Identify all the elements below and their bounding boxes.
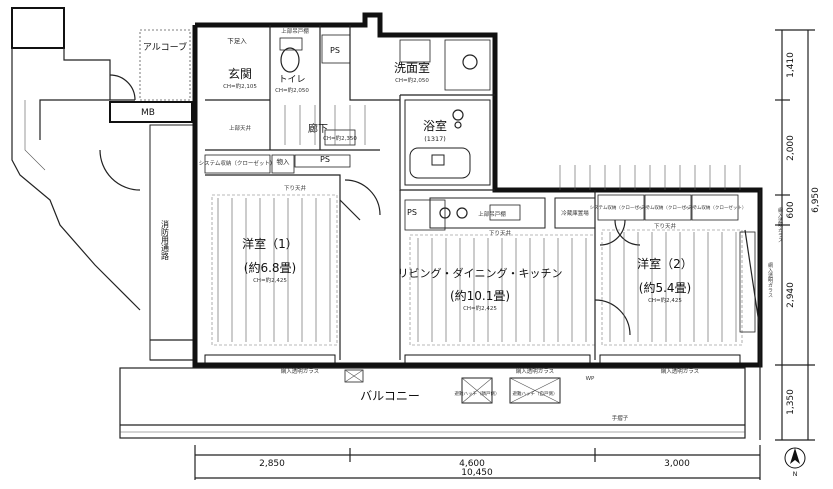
label-western2-size: (約5.4畳)	[639, 280, 691, 295]
label-western2: 洋室（2）	[637, 256, 693, 271]
label-upper-storage: 上部吊戸棚	[281, 27, 309, 35]
window-2	[404, 354, 591, 364]
label-western2-ch: CH=約2,425	[648, 296, 682, 304]
vanity	[444, 39, 491, 91]
label-ps1: PS	[330, 46, 340, 55]
label-alcove: アルコーブ	[143, 41, 187, 53]
label-wp: WP	[586, 376, 595, 382]
ps-top-box	[321, 34, 351, 64]
label-upper-ceiling: 上部天井	[229, 124, 252, 132]
compass-label: N	[793, 470, 798, 478]
label-system-closet2a: システム収納（クローゼット）	[590, 204, 653, 211]
dim-total: 10,450	[461, 468, 493, 478]
exterior-wall	[192, 12, 763, 368]
label-bath-size: (1317)	[424, 135, 446, 143]
label-toilet: トイレ	[278, 75, 305, 85]
label-toilet-ch: CH=約2,050	[275, 86, 309, 94]
dim-right-3: 600	[786, 201, 796, 218]
label-shoes: 下足入	[227, 37, 247, 45]
window-1	[204, 354, 336, 364]
label-handrail: 手摺子	[612, 414, 629, 422]
bathtub	[409, 147, 471, 179]
label-bath: 浴室	[423, 118, 447, 133]
label-mb: MB	[141, 108, 155, 118]
system-closet2a	[597, 194, 645, 221]
label-entrance-ch: CH=約2,105	[223, 82, 257, 90]
dim-bottom-3: 3,000	[664, 459, 690, 469]
label-hall: 廊下	[308, 122, 328, 135]
toilet-bowl	[280, 47, 300, 73]
label-storage: 物入	[277, 157, 291, 166]
dim-right-total: 6,950	[811, 187, 821, 213]
side-window	[739, 231, 756, 333]
floor-hatching	[217, 105, 737, 342]
label-wired-glass2: 網入透明ガラス	[516, 367, 554, 375]
hatch1-box	[461, 377, 493, 404]
window-3	[599, 354, 741, 364]
label-ps3: PS	[407, 208, 417, 217]
label-lower-ceiling1: 下り天井	[284, 184, 307, 192]
label-system-closet2c: システム収納（クローゼット）	[684, 204, 747, 211]
mb-box	[109, 101, 193, 123]
entry-door-swing	[109, 74, 136, 101]
dim-bottom-2: 4,600	[459, 459, 485, 469]
label-western1: 洋室（1）	[242, 236, 298, 251]
dim-right-4: 2,940	[786, 282, 796, 308]
label-balcony: バルコニー	[360, 389, 420, 403]
label-fridge: 冷蔵庫置場	[561, 209, 589, 217]
label-lower-ceiling3: 下り天井	[654, 222, 677, 230]
system-closet2c	[691, 194, 739, 221]
alcove-area	[139, 29, 191, 101]
system-closet1	[204, 154, 271, 174]
label-ldk: リビング・ダイニング・キッチン	[398, 266, 563, 280]
label-door-glass: 網入透明ガラス	[777, 207, 783, 243]
alcove-outline	[39, 48, 111, 140]
neighbor-unit-block	[11, 7, 65, 49]
label-hall-ch: CH=約2,350	[323, 134, 357, 142]
kitchen-counter	[429, 197, 546, 229]
dim-right-5: 1,350	[786, 389, 796, 415]
label-fire-path: 消防用通路	[161, 219, 170, 260]
balcony-area	[119, 367, 746, 439]
bathroom-unit	[404, 99, 491, 186]
label-ldk-ch: CH=約2,425	[463, 304, 497, 312]
label-washroom: 洗面室	[394, 60, 430, 75]
western1-ceiling-line	[211, 194, 338, 346]
western2-ceiling-line	[601, 229, 743, 346]
label-western1-ch: CH=約2,425	[253, 276, 287, 284]
label-ps2: PS	[320, 155, 330, 164]
dim-right-1: 1,410	[786, 52, 796, 78]
label-entrance: 玄関	[228, 66, 252, 81]
label-side-glass: 網入透明ガラス	[767, 262, 773, 298]
western1-door-swing	[344, 179, 381, 216]
label-ldk-size: (約10.1畳)	[450, 288, 510, 303]
label-wired-glass1: 網入透明ガラス	[281, 367, 319, 375]
western1-wall	[205, 174, 341, 360]
hatch2-box	[509, 377, 561, 404]
ps-hall-box	[324, 129, 356, 146]
label-system-closet1: システム収納（クローゼット）	[199, 159, 276, 167]
label-washroom-ch: CH=約2,050	[395, 76, 429, 84]
system-closet2b	[644, 194, 692, 221]
label-kitchen-upper: 上部吊戸棚	[478, 210, 506, 218]
dim-right-2: 2,000	[786, 135, 796, 161]
site-boundary	[11, 48, 141, 311]
compass-arrow	[790, 448, 800, 464]
label-wired-glass3: 網入透明ガラス	[661, 367, 699, 375]
label-hatch2: 避難ハッチ（自戸側）	[513, 390, 558, 397]
label-lower-ceiling2: 下り天井	[489, 229, 512, 237]
label-western1-size: (約6.8畳)	[244, 260, 296, 275]
fire-path-area	[149, 124, 196, 361]
label-system-closet2b: システム収納（クローゼット）	[637, 204, 700, 211]
storage-box	[271, 154, 295, 174]
ldk-door-swing	[594, 299, 631, 336]
dim-bottom-1: 2,850	[259, 459, 285, 469]
bath-wall	[399, 95, 495, 191]
label-hatch1: 避難ハッチ（隣戸側）	[455, 390, 500, 397]
ps-kitchen-box	[404, 199, 446, 231]
